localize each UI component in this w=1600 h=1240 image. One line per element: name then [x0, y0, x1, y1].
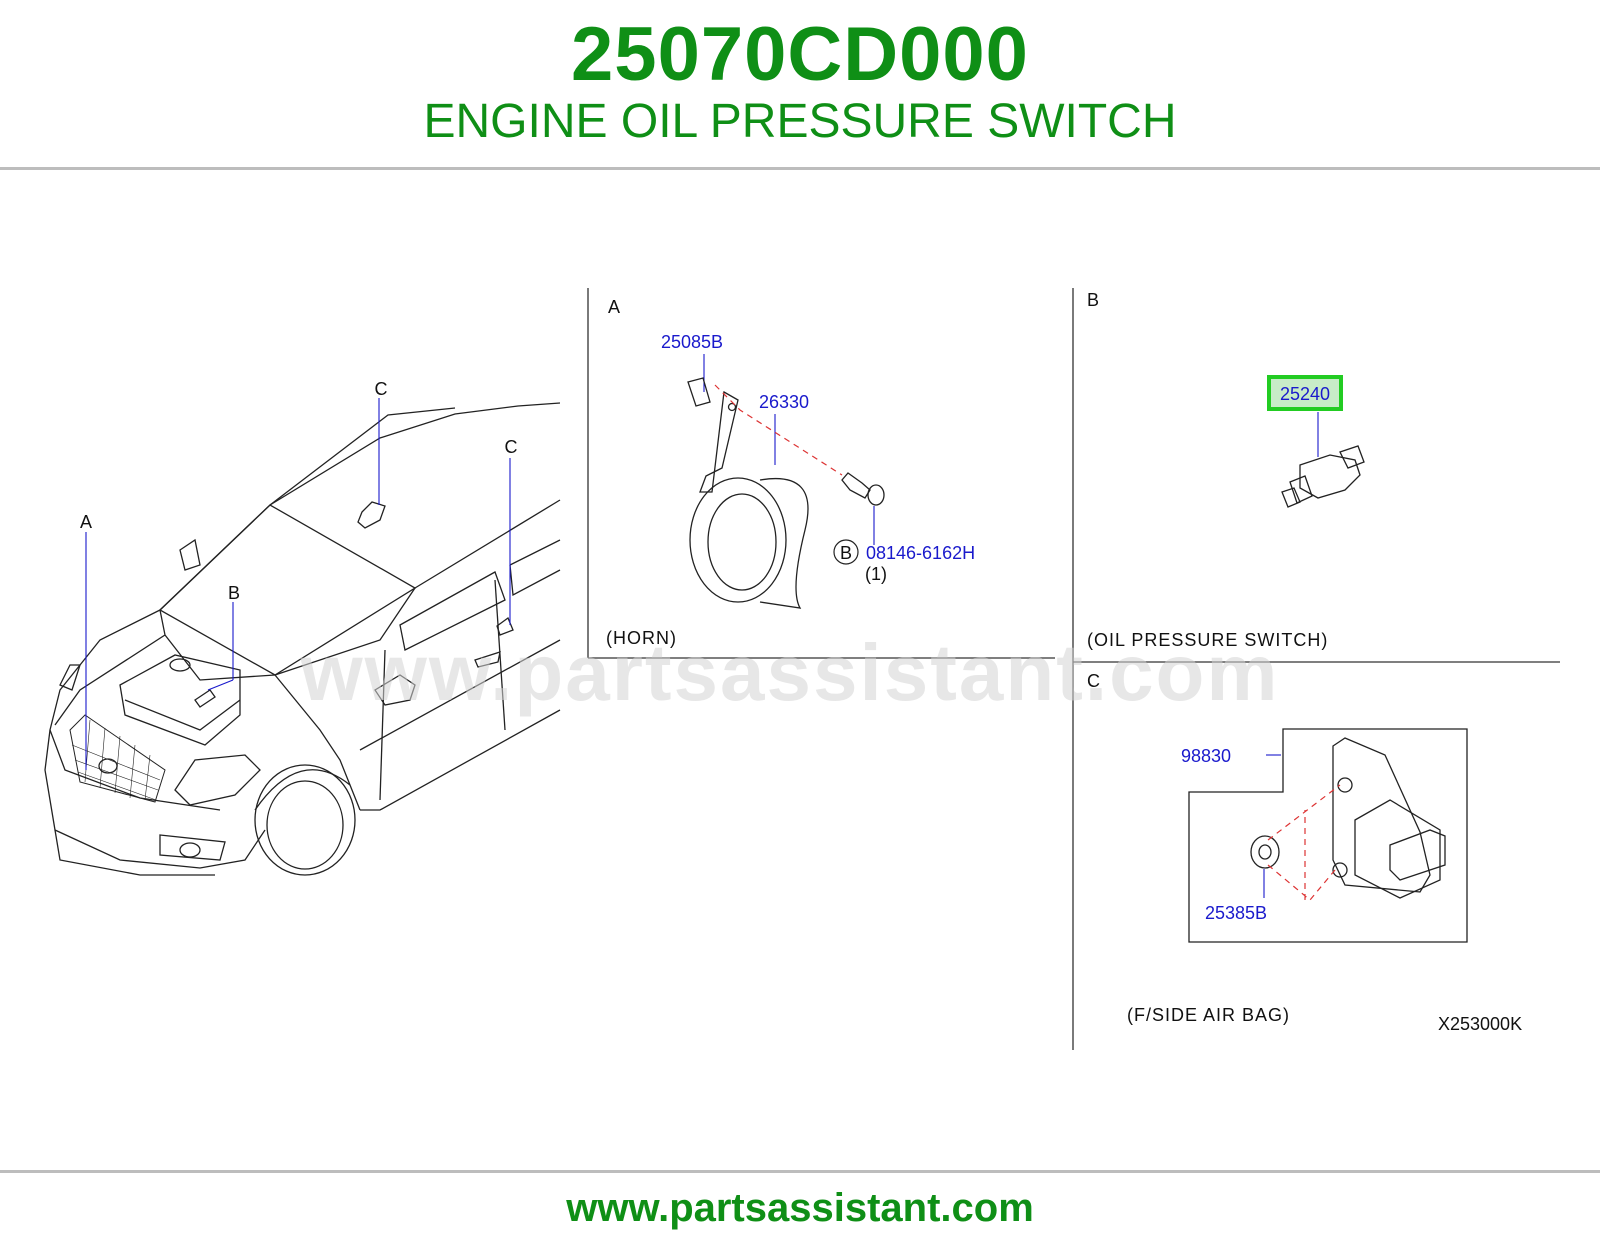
- part-number-title: 25070CD000: [571, 12, 1029, 97]
- callout-08146-6162h[interactable]: 08146-6162H: [866, 543, 975, 563]
- overview-label-c-roof: C: [375, 379, 388, 399]
- overview-label-b: B: [228, 583, 240, 603]
- section-c-side-air-bag: C 98830 25385B (F/SIDE AIR BAG) X253000K: [1087, 671, 1522, 1034]
- footer-website-link[interactable]: www.partsassistant.com: [566, 1186, 1034, 1230]
- highlight-box-25240: [1267, 375, 1343, 411]
- page-header: 25070CD000 ENGINE OIL PRESSURE SWITCH: [0, 0, 1600, 170]
- callout-25240[interactable]: 25240: [1280, 384, 1330, 404]
- header-divider: [0, 167, 1600, 170]
- overview-label-c-pillar: C: [505, 437, 518, 457]
- callout-26330[interactable]: 26330: [759, 392, 809, 412]
- section-b-oil-pressure-switch: B 25240 (OIL PRESSURE SWITCH): [1087, 290, 1365, 650]
- part-name-subtitle: ENGINE OIL PRESSURE SWITCH: [423, 95, 1177, 148]
- bolt-ref-b: B: [840, 543, 852, 563]
- overview-label-a: A: [80, 512, 92, 532]
- watermark-text: www.partsassistant.com: [299, 628, 1279, 717]
- section-b-letter: B: [1087, 290, 1099, 310]
- section-a-caption: (HORN): [606, 628, 677, 648]
- section-b-caption: (OIL PRESSURE SWITCH): [1087, 630, 1328, 650]
- section-a-horn: A 25085B 26330 B 08146-6162H (1) (HORN): [606, 297, 975, 648]
- section-a-letter: A: [608, 297, 620, 317]
- bolt-quantity: (1): [865, 564, 887, 584]
- panel-frame: [587, 288, 1560, 1050]
- section-c-letter: C: [1087, 671, 1100, 691]
- section-c-caption: (F/SIDE AIR BAG): [1127, 1005, 1290, 1025]
- callout-25085b[interactable]: 25085B: [661, 332, 723, 352]
- drawing-code: X253000K: [1438, 1014, 1522, 1034]
- vehicle-overview-illustration: A B C C: [44, 379, 561, 876]
- callout-98830[interactable]: 98830: [1181, 746, 1231, 766]
- callout-25385b[interactable]: 25385B: [1205, 903, 1267, 923]
- footer-divider: [0, 1170, 1600, 1173]
- parts-diagram: A B C C A 25085B 26330 B 08146-6162H (1)…: [44, 288, 1560, 1050]
